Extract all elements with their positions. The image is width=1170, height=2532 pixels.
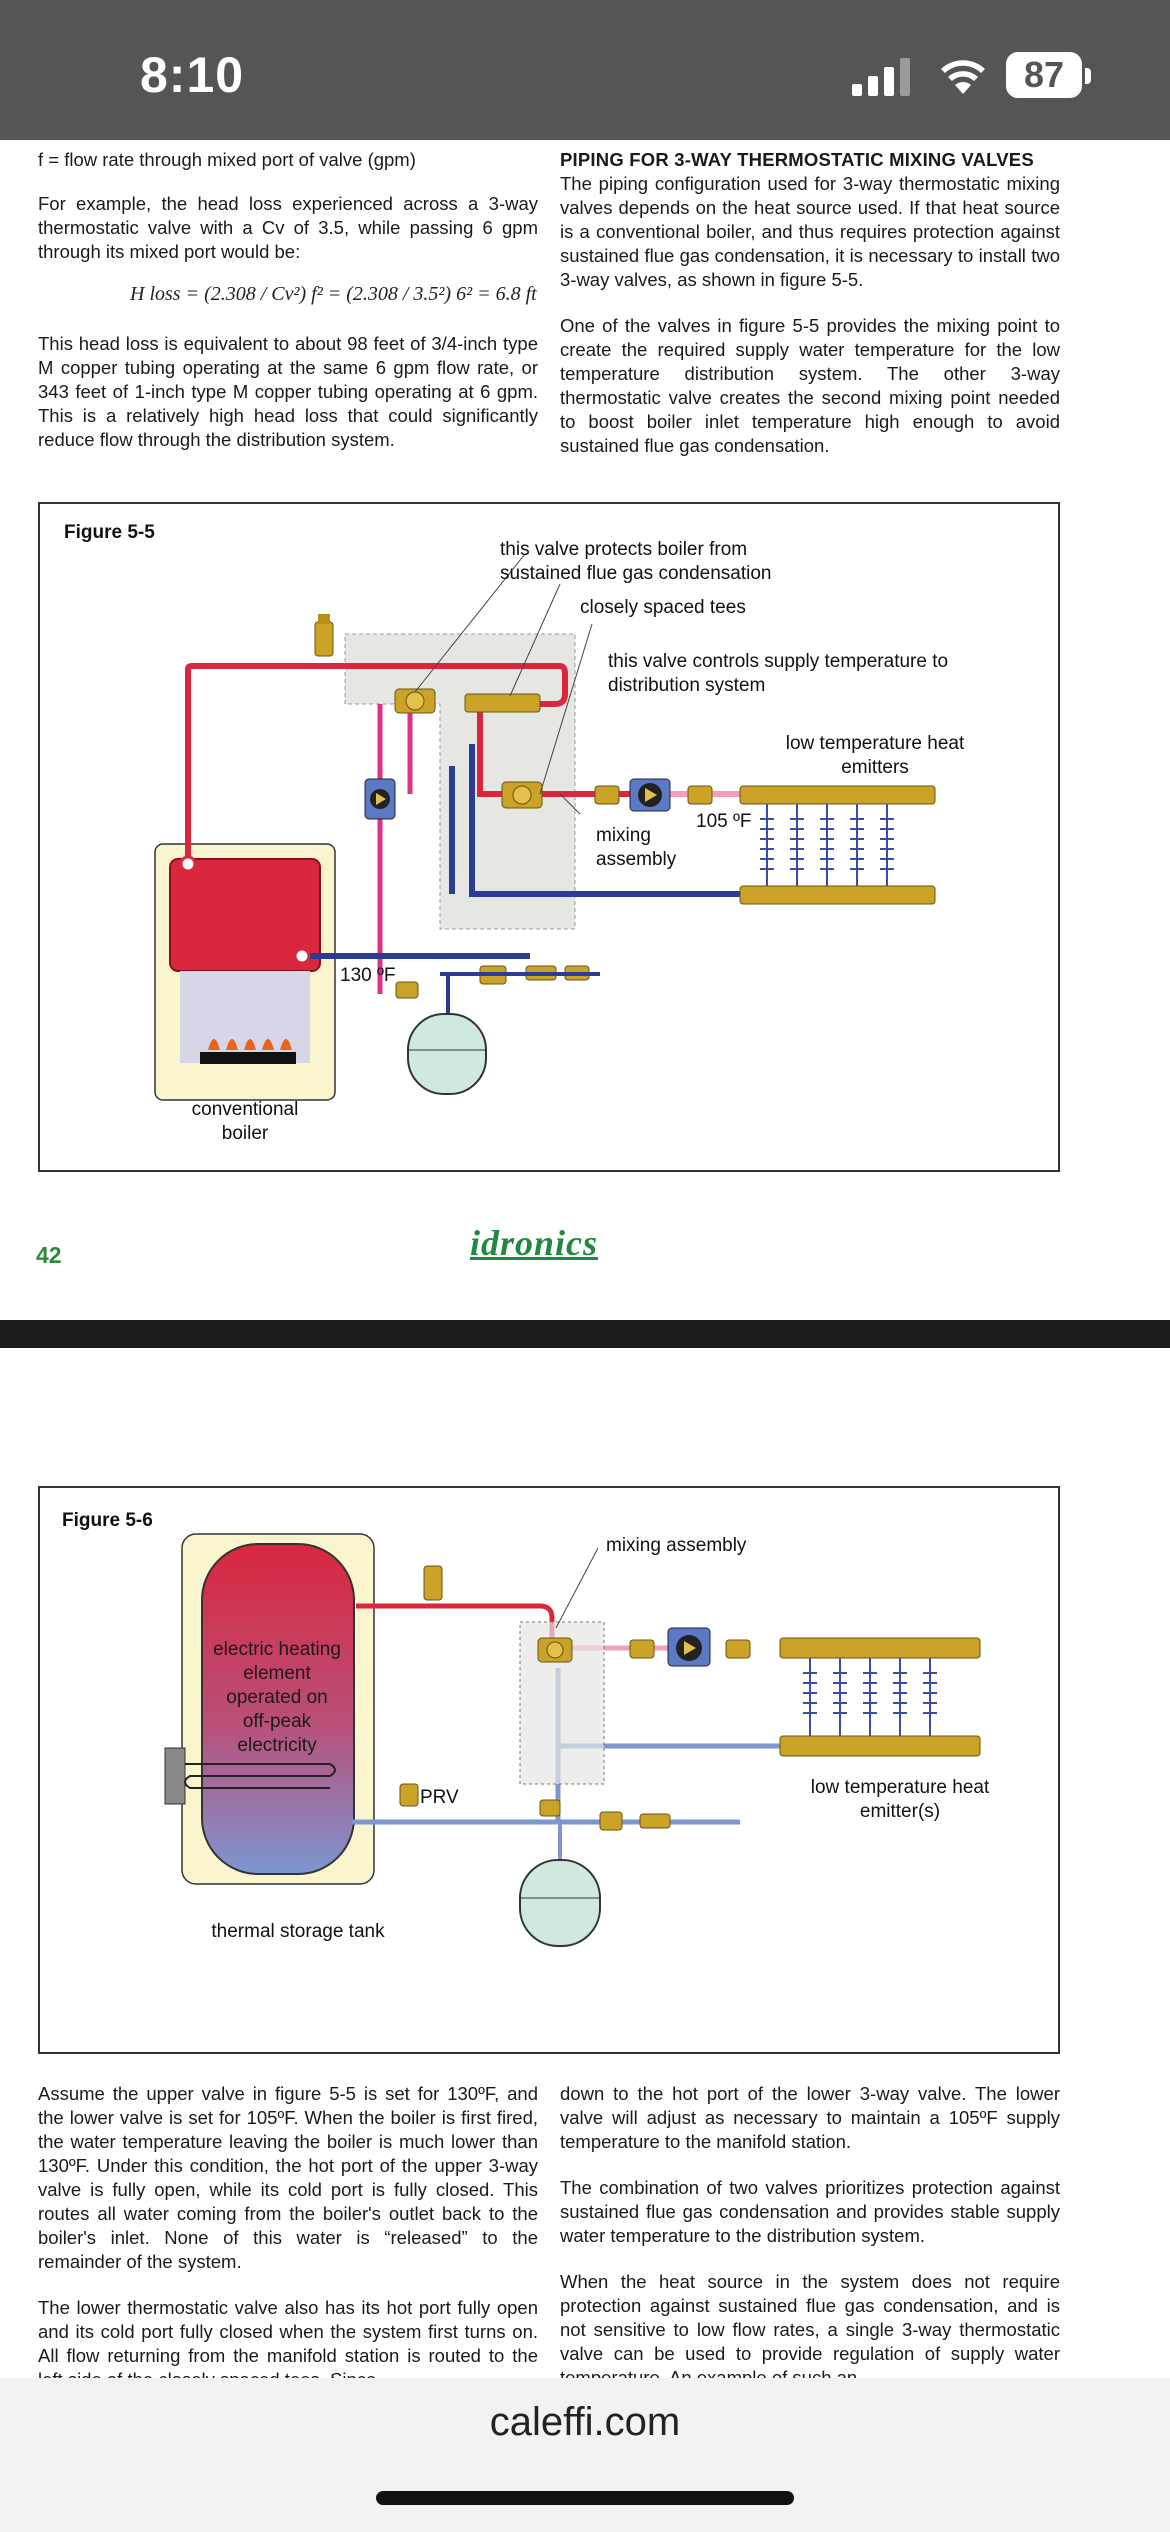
- closely-spaced-tees: [464, 693, 541, 713]
- figure-5-6: Figure 5-6: [38, 1486, 1060, 2054]
- label-130F: 130 ºF: [340, 965, 396, 986]
- url-text[interactable]: caleffi.com: [489, 2400, 681, 2444]
- figure-title: Figure 5-6: [62, 1510, 153, 1531]
- expansion-tank-icon: [407, 974, 487, 1095]
- label-105F: 105 ºF: [696, 811, 752, 832]
- right-column: down to the hot port of the lower 3-way …: [560, 2082, 1060, 2412]
- air-vent-icon: [314, 614, 334, 657]
- combination-paragraph: The combination of two valves prioritize…: [560, 2177, 1060, 2246]
- hot-port-paragraph: down to the hot port of the lower 3-way …: [560, 2083, 1060, 2152]
- air-vent-icon: [423, 1565, 443, 1601]
- expansion-tank-icon: [519, 1822, 601, 1947]
- browser-address-bar[interactable]: [0, 2378, 1170, 2532]
- flow-rate-definition: f = flow rate through mixed port of valv…: [38, 149, 416, 170]
- battery-icon: 87: [1006, 52, 1082, 98]
- label-thermal-storage-tank: thermal storage tank: [211, 1921, 385, 1942]
- section-heading: PIPING FOR 3-WAY THERMOSTATIC MIXING VAL…: [560, 149, 1034, 170]
- label-heat-emitters: low temperature heat emitter(s): [810, 1777, 990, 1822]
- wifi-icon: [941, 60, 985, 94]
- head-loss-formula: H loss = (2.308 / Cv²) f² = (2.308 / 3.5…: [130, 283, 537, 305]
- distribution-pump-icon: [629, 778, 671, 812]
- status-bar: 8:10 87: [0, 0, 1170, 140]
- label-mixing-assembly: mixing assembly: [606, 1535, 747, 1556]
- idronics-logo: idronics: [470, 1223, 599, 1263]
- mixing-valve-icon: [537, 1637, 573, 1663]
- right-column: PIPING FOR 3-WAY THERMOSTATIC MIXING VAL…: [560, 148, 1060, 480]
- lower-valve-paragraph: The lower thermostatic valve also has it…: [38, 2297, 538, 2390]
- heat-emitter-coils: [760, 804, 894, 886]
- backflow-preventer-icon: [639, 1813, 671, 1829]
- circulator-pump-icon: [667, 1627, 711, 1667]
- label-prv: PRV: [420, 1787, 459, 1808]
- lower-mixing-valve: [501, 781, 543, 809]
- isolation-valve-icon: [687, 785, 713, 805]
- figure-title: Figure 5-5: [64, 522, 155, 543]
- figure-5-5: Figure 5-5: [38, 502, 1060, 1172]
- home-indicator[interactable]: [376, 2491, 794, 2505]
- example-paragraph: For example, the head loss experienced a…: [38, 193, 538, 262]
- prv-valve-icon: [399, 1783, 419, 1807]
- figure-5-5-diagram: [154, 553, 936, 1101]
- fill-valve-icon: [599, 1811, 623, 1831]
- supply-manifold: [739, 785, 936, 805]
- purge-valve-icon: [395, 981, 419, 999]
- heat-emitter-coils: [803, 1658, 937, 1736]
- left-column: f = flow rate through mixed port of valv…: [38, 148, 538, 474]
- heating-element-icon: [184, 1763, 336, 1789]
- label-closely-spaced-tees: closely spaced tees: [580, 597, 746, 618]
- page-number: 42: [36, 1242, 62, 1268]
- assume-paragraph: Assume the upper valve in figure 5-5 is …: [38, 2083, 538, 2272]
- supply-manifold: [779, 1637, 981, 1659]
- piping-paragraph-2: One of the valves in figure 5-5 provides…: [560, 315, 1060, 456]
- cellular-signal-icon: [852, 58, 910, 96]
- burner-flames-icon: [208, 1039, 292, 1050]
- heat-source-paragraph: When the heat source in the system does …: [560, 2271, 1060, 2388]
- isolation-valve-icon: [594, 785, 620, 805]
- label-electric-heating-element: electric heating element operated on off…: [213, 1639, 341, 1756]
- isolation-valve-icon: [725, 1639, 751, 1659]
- clock: 8:10: [140, 47, 245, 103]
- document-page-42: f = flow rate through mixed port of valv…: [0, 140, 1170, 1320]
- upper-mixing-valve: [394, 688, 436, 714]
- label-heat-emitters: low temperature heat emitters: [785, 733, 965, 778]
- piping-paragraph-1: The piping configuration used for 3-way …: [560, 173, 1060, 290]
- isolation-valve-icon: [629, 1639, 655, 1659]
- label-controls-supply: this valve controls supply temperature t…: [608, 651, 949, 696]
- label-conventional-boiler: conventional boiler: [191, 1099, 299, 1144]
- left-column: Assume the upper valve in figure 5-5 is …: [38, 2082, 538, 2414]
- document-page-43: Figure 5-6: [0, 1348, 1170, 2390]
- head-loss-paragraph: This head loss is equivalent to about 98…: [38, 333, 538, 450]
- label-protects-boiler: this valve protects boiler from sustaine…: [500, 539, 772, 584]
- battery-tip: [1085, 68, 1091, 84]
- label-mixing-assembly: mixing assembly: [596, 825, 677, 870]
- boiler-loop-pump-icon: [364, 778, 396, 820]
- return-manifold: [779, 1735, 981, 1757]
- page-separator: [0, 1320, 1170, 1348]
- return-manifold: [739, 885, 936, 905]
- figure-5-6-diagram: [164, 1533, 981, 1947]
- purge-valve-icon: [539, 1799, 561, 1817]
